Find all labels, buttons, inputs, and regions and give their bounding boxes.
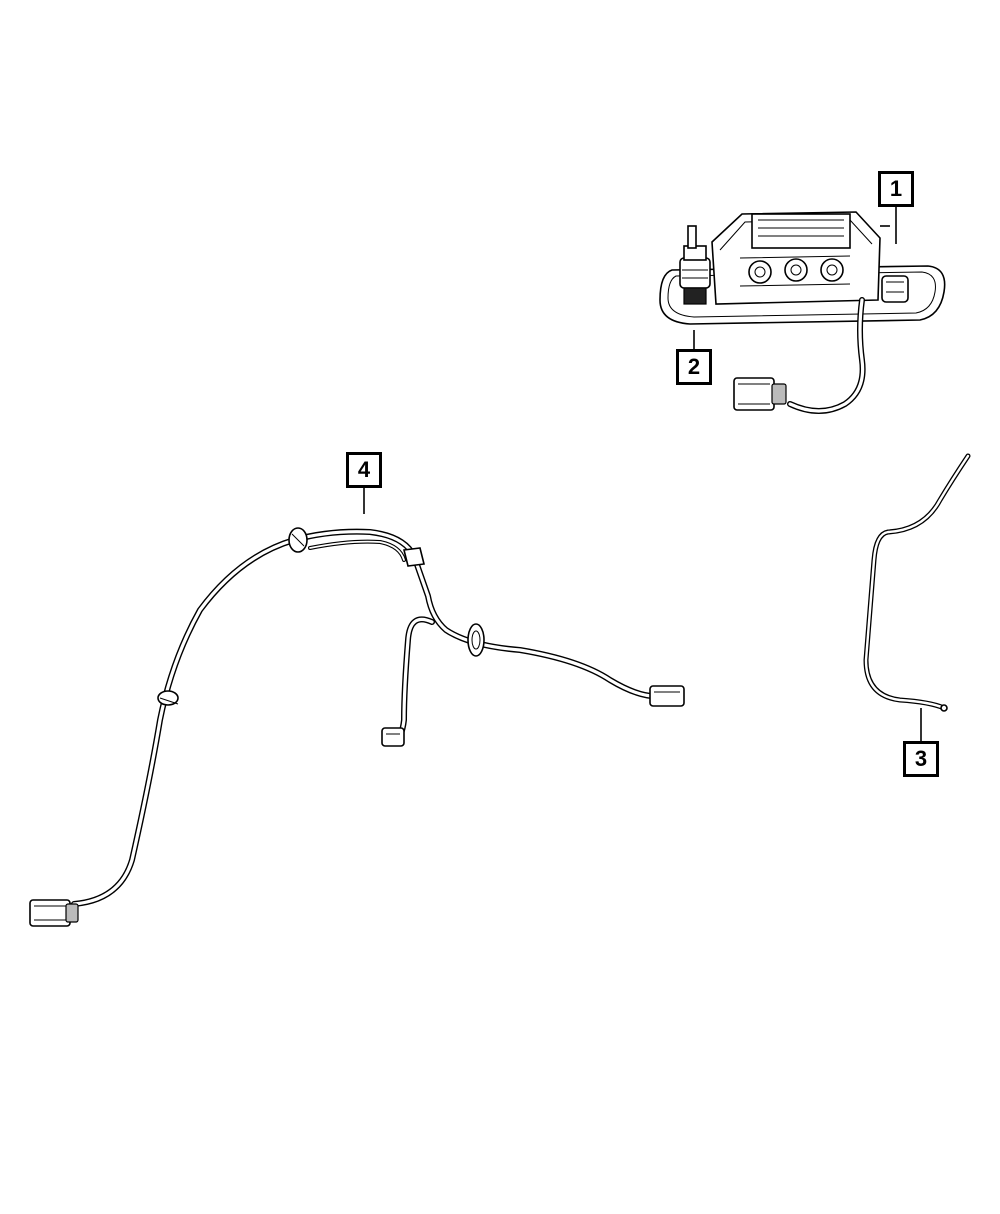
callout-3: 3: [903, 741, 939, 777]
harness-connector-right: [649, 685, 685, 707]
callout-2: 2: [676, 349, 712, 385]
wiring-harness: [29, 527, 685, 927]
harness-grommet: [467, 623, 485, 657]
handle-pigtail-connector: [733, 377, 787, 411]
tailgate-handle-assembly: [659, 211, 946, 414]
harness-clip: [157, 690, 179, 706]
harness-clip: [288, 527, 308, 553]
harness-connector-branch: [381, 727, 405, 747]
harness-clip: [403, 547, 425, 567]
lock-cylinder: [679, 225, 711, 305]
callout-1: 1: [878, 171, 914, 207]
callout-4: 4: [346, 452, 382, 488]
release-rod: [863, 453, 971, 712]
harness-connector-left: [29, 899, 79, 927]
gear-cluster: [739, 255, 851, 287]
